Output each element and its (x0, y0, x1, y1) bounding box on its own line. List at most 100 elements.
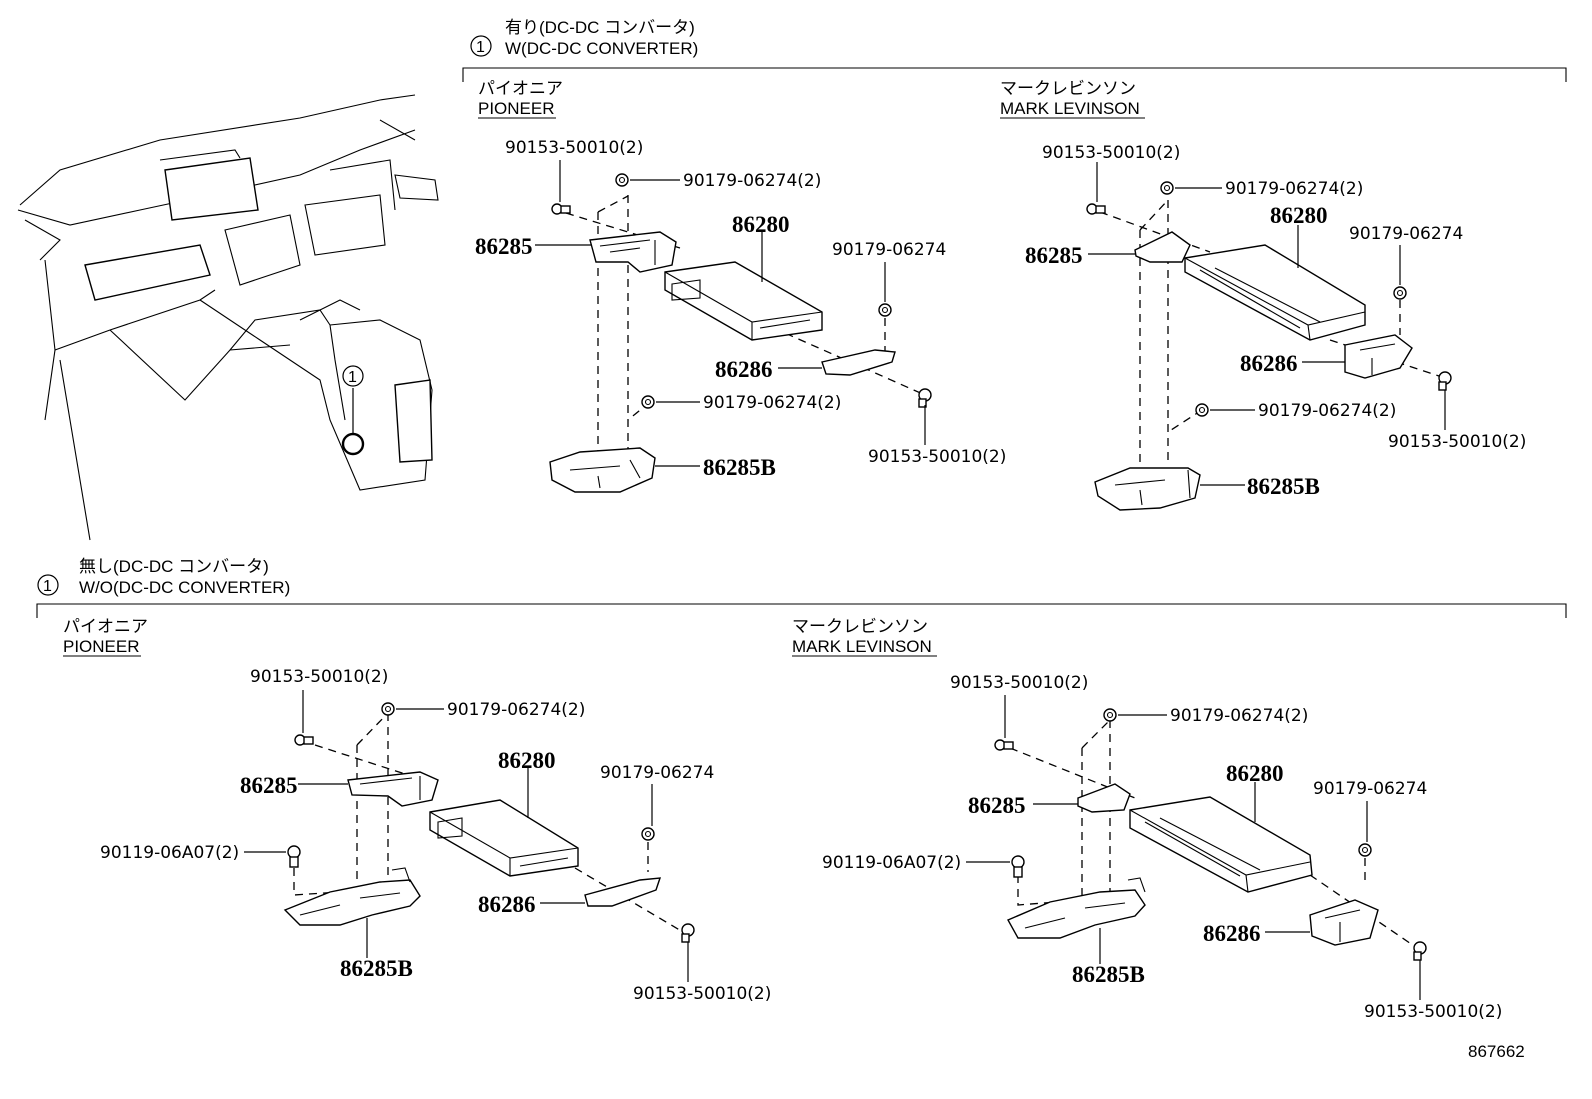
screw-icon[interactable] (1413, 941, 1427, 961)
panel-without-pioneer: 90153-50010(2) 90179-06274(2) 86285 8628… (100, 667, 771, 1004)
group-callout-number: 1 (476, 39, 485, 56)
part-bracket[interactable]: 86285 (475, 234, 533, 259)
bracket-86286-shape (584, 877, 662, 907)
part-bracket-lower[interactable]: 86285B (340, 956, 413, 981)
variant-english: MARK LEVINSON (792, 637, 932, 656)
screw-icon[interactable] (994, 739, 1014, 751)
group-bracket-line (462, 67, 1567, 82)
variant-japanese: パイオニア (63, 617, 148, 636)
part-bracket-small[interactable]: 86286 (1203, 921, 1261, 946)
screw-icon[interactable] (551, 203, 571, 215)
part-bracket[interactable]: 86285 (968, 793, 1026, 818)
part-screw-bottom[interactable]: 90153-50010(2) (868, 447, 1006, 467)
panel-without-mark-levinson: 90153-50010(2) 90179-06274(2) 86285 8628… (822, 673, 1502, 1022)
part-nut-lower[interactable]: 90179-06274(2) (703, 393, 841, 413)
amplifier-86280-shape (1184, 244, 1366, 341)
nut-icon[interactable] (878, 303, 892, 317)
variant-english: PIONEER (63, 637, 140, 656)
part-nut-right[interactable]: 90179-06274 (832, 240, 946, 260)
part-bolt-left[interactable]: 90119-06A07(2) (822, 853, 961, 873)
part-nut-right[interactable]: 90179-06274 (600, 763, 714, 783)
figure-number: 867662 (1468, 1042, 1525, 1061)
bracket-86285-shape (347, 771, 439, 807)
variant-japanese: マークレビンソン (1000, 79, 1136, 98)
variant-heading-without-pioneer: パイオニア PIONEER (63, 617, 148, 657)
variant-english: PIONEER (478, 99, 555, 118)
group-header-without-converter: 無し(DC-DC コンバータ) 1 W/O(DC-DC CONVERTER) (36, 557, 1567, 618)
group-callout-number: 1 (43, 578, 52, 595)
bracket-86286-shape (1309, 899, 1379, 946)
group-title-english: W/O(DC-DC CONVERTER) (79, 578, 290, 597)
amplifier-86280-shape (429, 799, 579, 877)
part-screw-top[interactable]: 90153-50010(2) (250, 667, 388, 687)
nut-icon[interactable] (641, 827, 655, 841)
nut-icon[interactable] (641, 395, 655, 409)
bracket-86285-shape (1134, 231, 1191, 263)
part-bracket-small[interactable]: 86286 (478, 892, 536, 917)
nut-icon[interactable] (1195, 403, 1209, 417)
variant-heading-without-mark-levinson: マークレビンソン MARK LEVINSON (792, 617, 937, 657)
part-bracket-small[interactable]: 86286 (715, 357, 773, 382)
screw-icon[interactable] (294, 734, 314, 746)
variant-heading-with-pioneer: パイオニア PIONEER (478, 79, 563, 119)
bracket-86285b-shape (1007, 889, 1146, 939)
group-title-english: W(DC-DC CONVERTER) (505, 39, 698, 58)
bolt-icon[interactable] (1011, 855, 1025, 878)
part-bracket-lower[interactable]: 86285B (1072, 962, 1145, 987)
part-amplifier[interactable]: 86280 (732, 212, 790, 237)
bolt-icon[interactable] (287, 845, 301, 868)
part-nut-right[interactable]: 90179-06274 (1349, 224, 1463, 244)
part-screw-bottom[interactable]: 90153-50010(2) (633, 984, 771, 1004)
panel-with-mark-levinson: 90153-50010(2) 90179-06274(2) 86285 8628… (1025, 143, 1526, 511)
part-nut-right[interactable]: 90179-06274 (1313, 779, 1427, 799)
part-nut-lower[interactable]: 90179-06274(2) (1258, 401, 1396, 421)
variant-english: MARK LEVINSON (1000, 99, 1140, 118)
bracket-86285-shape (1077, 783, 1131, 813)
amplifier-86280-shape (664, 261, 823, 341)
screw-icon[interactable] (1086, 203, 1106, 215)
part-bracket-lower[interactable]: 86285B (1247, 474, 1320, 499)
variant-heading-with-mark-levinson: マークレビンソン MARK LEVINSON (1000, 79, 1145, 119)
screw-icon[interactable] (918, 388, 932, 408)
part-bracket-small[interactable]: 86286 (1240, 351, 1298, 376)
bracket-86286-shape (821, 349, 896, 376)
part-bolt-left[interactable]: 90119-06A07(2) (100, 843, 239, 863)
part-screw-bottom[interactable]: 90153-50010(2) (1388, 432, 1526, 452)
screw-icon[interactable] (1438, 371, 1452, 391)
bracket-86285b-shape (549, 447, 656, 493)
part-amplifier[interactable]: 86280 (1226, 761, 1284, 786)
part-bracket[interactable]: 86285 (240, 773, 298, 798)
bracket-86285-shape (589, 231, 677, 273)
panel-with-pioneer: 90153-50010(2) 90179-06274(2) 86285 8628… (475, 138, 1006, 493)
part-screw-top[interactable]: 90153-50010(2) (1042, 143, 1180, 163)
part-amplifier[interactable]: 86280 (1270, 203, 1328, 228)
part-nut-top[interactable]: 90179-06274(2) (447, 700, 585, 720)
locator-callout-number: 1 (348, 369, 357, 386)
screw-icon[interactable] (681, 923, 695, 943)
part-bracket[interactable]: 86285 (1025, 243, 1083, 268)
nut-icon[interactable] (1103, 708, 1117, 722)
variant-japanese: マークレビンソン (792, 617, 928, 636)
bracket-86285b-shape (283, 879, 421, 926)
part-screw-top[interactable]: 90153-50010(2) (505, 138, 643, 158)
part-screw-bottom[interactable]: 90153-50010(2) (1364, 1002, 1502, 1022)
part-screw-top[interactable]: 90153-50010(2) (950, 673, 1088, 693)
nut-icon[interactable] (381, 702, 395, 716)
part-nut-top[interactable]: 90179-06274(2) (1225, 179, 1363, 199)
nut-icon[interactable] (1358, 843, 1372, 857)
part-nut-top[interactable]: 90179-06274(2) (1170, 706, 1308, 726)
group-header-with-converter: 有り(DC-DC コンバータ) 1 W(DC-DC CONVERTER) (462, 18, 1567, 82)
dashboard-locator: 1 (17, 94, 439, 541)
part-nut-top[interactable]: 90179-06274(2) (683, 171, 821, 191)
part-bracket-lower[interactable]: 86285B (703, 455, 776, 480)
part-amplifier[interactable]: 86280 (498, 748, 556, 773)
nut-icon[interactable] (1393, 286, 1407, 300)
bracket-86286-shape (1344, 334, 1413, 379)
variant-japanese: パイオニア (478, 79, 563, 98)
nut-icon[interactable] (615, 173, 629, 187)
group-title-japanese: 無し(DC-DC コンバータ) (79, 557, 269, 576)
group-title-japanese: 有り(DC-DC コンバータ) (505, 18, 695, 37)
nut-icon[interactable] (1160, 181, 1174, 195)
amplifier-86280-shape (1129, 796, 1313, 893)
